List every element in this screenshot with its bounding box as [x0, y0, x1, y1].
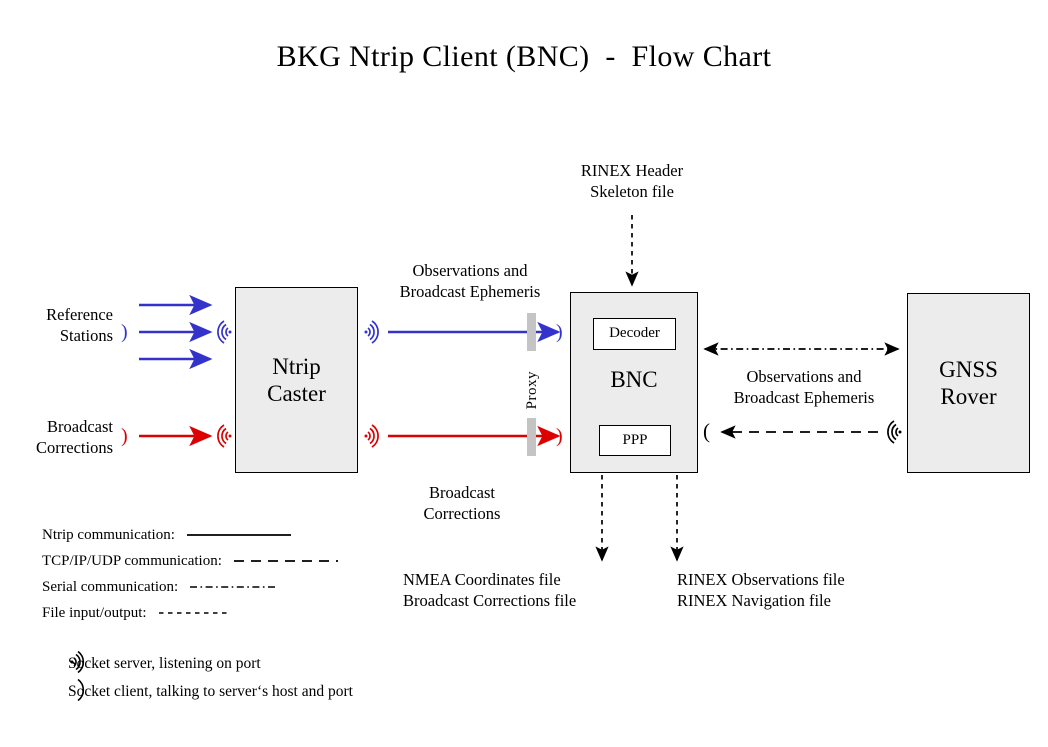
proxy-bar-lower [527, 418, 536, 456]
proxy-bar-upper [527, 313, 536, 351]
legend-sample-dotted [158, 612, 229, 614]
legend-label-socket-server: Socket server, listening on port [68, 655, 261, 672]
legend-label-socket-client: Socket client, talking to server‘s host … [68, 683, 353, 700]
socket-client-icon-bnc-rover: ( [703, 419, 710, 443]
socket-server-icon-caster-in-obs [217, 320, 232, 344]
socket-client-icon-bnc-corrections: ) [556, 425, 563, 447]
label-rinex-output-files: RINEX Observations file RINEX Navigation… [677, 570, 845, 611]
legend-sample-dashdot [190, 586, 277, 588]
socket-server-icon-caster-out-corr [364, 424, 379, 448]
legend-row-file-io: File input/output: [42, 600, 342, 626]
page-title: BKG Ntrip Client (BNC) - Flow Chart [276, 40, 772, 73]
label-broadcast-corrections-source: Broadcast Corrections [36, 417, 113, 458]
legend-row-socket-client: Socket client, talking to server‘s host … [38, 678, 353, 706]
socket-server-icon [38, 633, 85, 696]
legend-row-tcpip: TCP/IP/UDP communication: [42, 548, 342, 574]
node-bnc[interactable]: Decoder BNC PPP [570, 292, 698, 473]
legend-label-serial: Serial communication: [42, 578, 179, 595]
node-gnss-rover-label: GNSS Rover [939, 356, 998, 409]
node-ppp[interactable]: PPP [599, 425, 671, 456]
socket-client-icon-bnc-observations: ) [556, 321, 563, 343]
legend-label-tcpip: TCP/IP/UDP communication: [42, 552, 222, 569]
node-bnc-label: BNC [610, 367, 658, 392]
legend-row-serial: Serial communication: [42, 574, 342, 600]
legend-sample-solid [186, 534, 291, 536]
label-observations-ephemeris-left: Observations and Broadcast Ephemeris [399, 261, 541, 302]
socket-client-icon-broadcast-corrections: ) [121, 425, 128, 447]
label-reference-stations: Reference Stations [46, 305, 113, 346]
socket-server-icon-caster-out-obs [364, 320, 379, 344]
node-decoder[interactable]: Decoder [593, 318, 676, 350]
legend-sample-dashed [233, 560, 338, 562]
legend-socket-symbols: Socket server, listening on port Socket … [38, 650, 353, 706]
proxy-label: Proxy [523, 370, 540, 410]
socket-client-icon-reference-stations: ) [121, 321, 128, 343]
node-ppp-label: PPP [622, 431, 648, 448]
label-nmea-output-files: NMEA Coordinates file Broadcast Correcti… [403, 570, 577, 611]
proxy-label-wrap: Proxy [519, 360, 545, 420]
legend-row-socket-server: Socket server, listening on port [38, 650, 353, 678]
legend-line-styles: Ntrip communication: TCP/IP/UDP communic… [42, 522, 342, 626]
legend-label-file-io: File input/output: [42, 604, 147, 621]
socket-server-icon-rover-out [887, 420, 902, 444]
legend-label-ntrip: Ntrip communication: [42, 526, 175, 543]
label-rinex-header-skeleton-file: RINEX Header Skeleton file [580, 161, 684, 202]
legend-row-ntrip: Ntrip communication: [42, 522, 342, 548]
node-gnss-rover[interactable]: GNSS Rover [907, 293, 1030, 473]
socket-server-icon-caster-in-corr [217, 424, 232, 448]
node-ntrip-caster[interactable]: Ntrip Caster [235, 287, 358, 473]
arrow-reference-stations-to-caster [139, 294, 213, 370]
label-broadcast-corrections-middle: Broadcast Corrections [423, 483, 501, 524]
node-ntrip-caster-label: Ntrip Caster [267, 353, 326, 406]
node-decoder-label: Decoder [609, 325, 660, 342]
label-observations-ephemeris-right: Observations and Broadcast Ephemeris [733, 367, 875, 408]
socket-client-icon [38, 661, 85, 724]
